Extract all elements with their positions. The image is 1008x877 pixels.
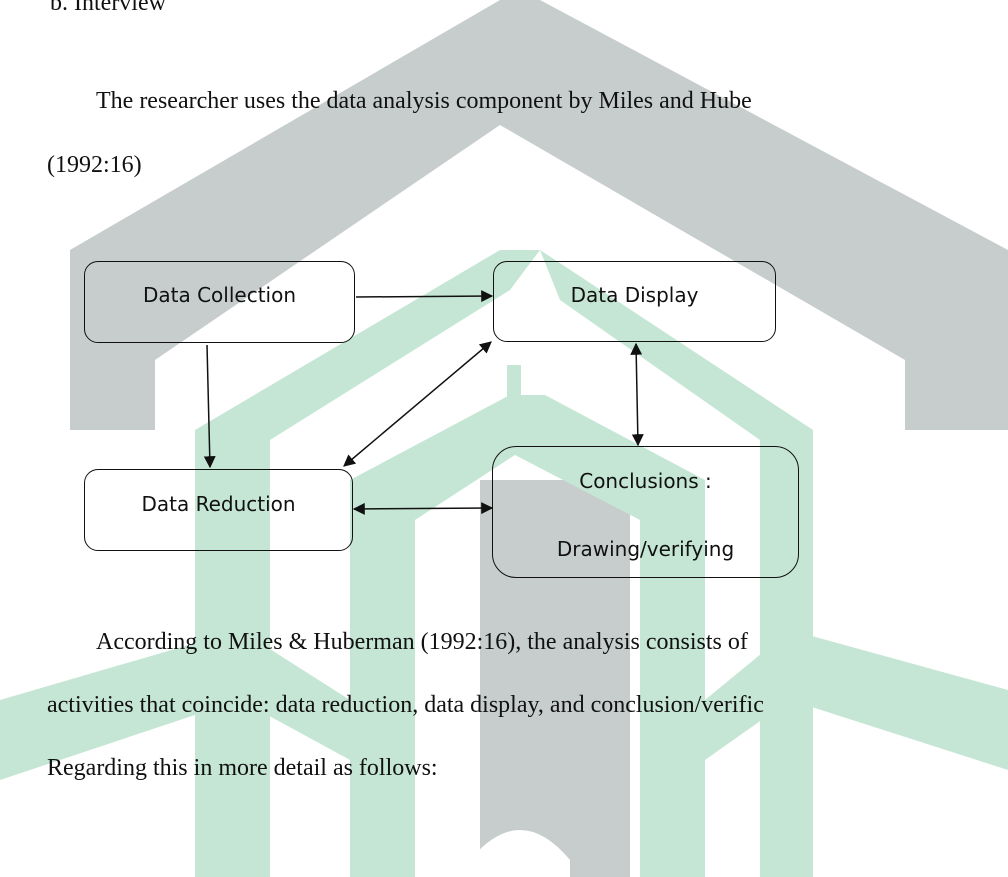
arrow-collection-to-display [355,290,494,303]
arrow-display-conclusions [630,342,644,447]
data-display-box: Data Display [493,261,776,342]
conclusions-box: Conclusions : Drawing/verifying [492,446,799,578]
data-reduction-box: Data Reduction [84,469,353,551]
data-reduction-label: Data Reduction [141,492,296,516]
conclusions-label-line-2: Drawing/verifying [556,537,735,561]
section-heading: b. Interview [50,0,166,16]
intro-paragraph-line-2: (1992:16) [47,152,142,178]
arrow-reduction-display [343,341,492,467]
intro-paragraph-line-1: The researcher uses the data analysis co… [96,88,752,114]
body-paragraph-line-2: activities that coincide: data reduction… [47,692,764,718]
data-collection-label: Data Collection [142,283,297,307]
arrow-reduction-conclusions [352,502,494,515]
data-display-label: Data Display [570,283,699,307]
body-paragraph-line-1: According to Miles & Huberman (1992:16),… [96,629,748,655]
arrow-collection-to-reduction [203,344,216,469]
body-paragraph-line-3: Regarding this in more detail as follows… [47,755,438,781]
data-collection-box: Data Collection [84,261,355,343]
conclusions-label-line-1: Conclusions : [579,469,712,493]
